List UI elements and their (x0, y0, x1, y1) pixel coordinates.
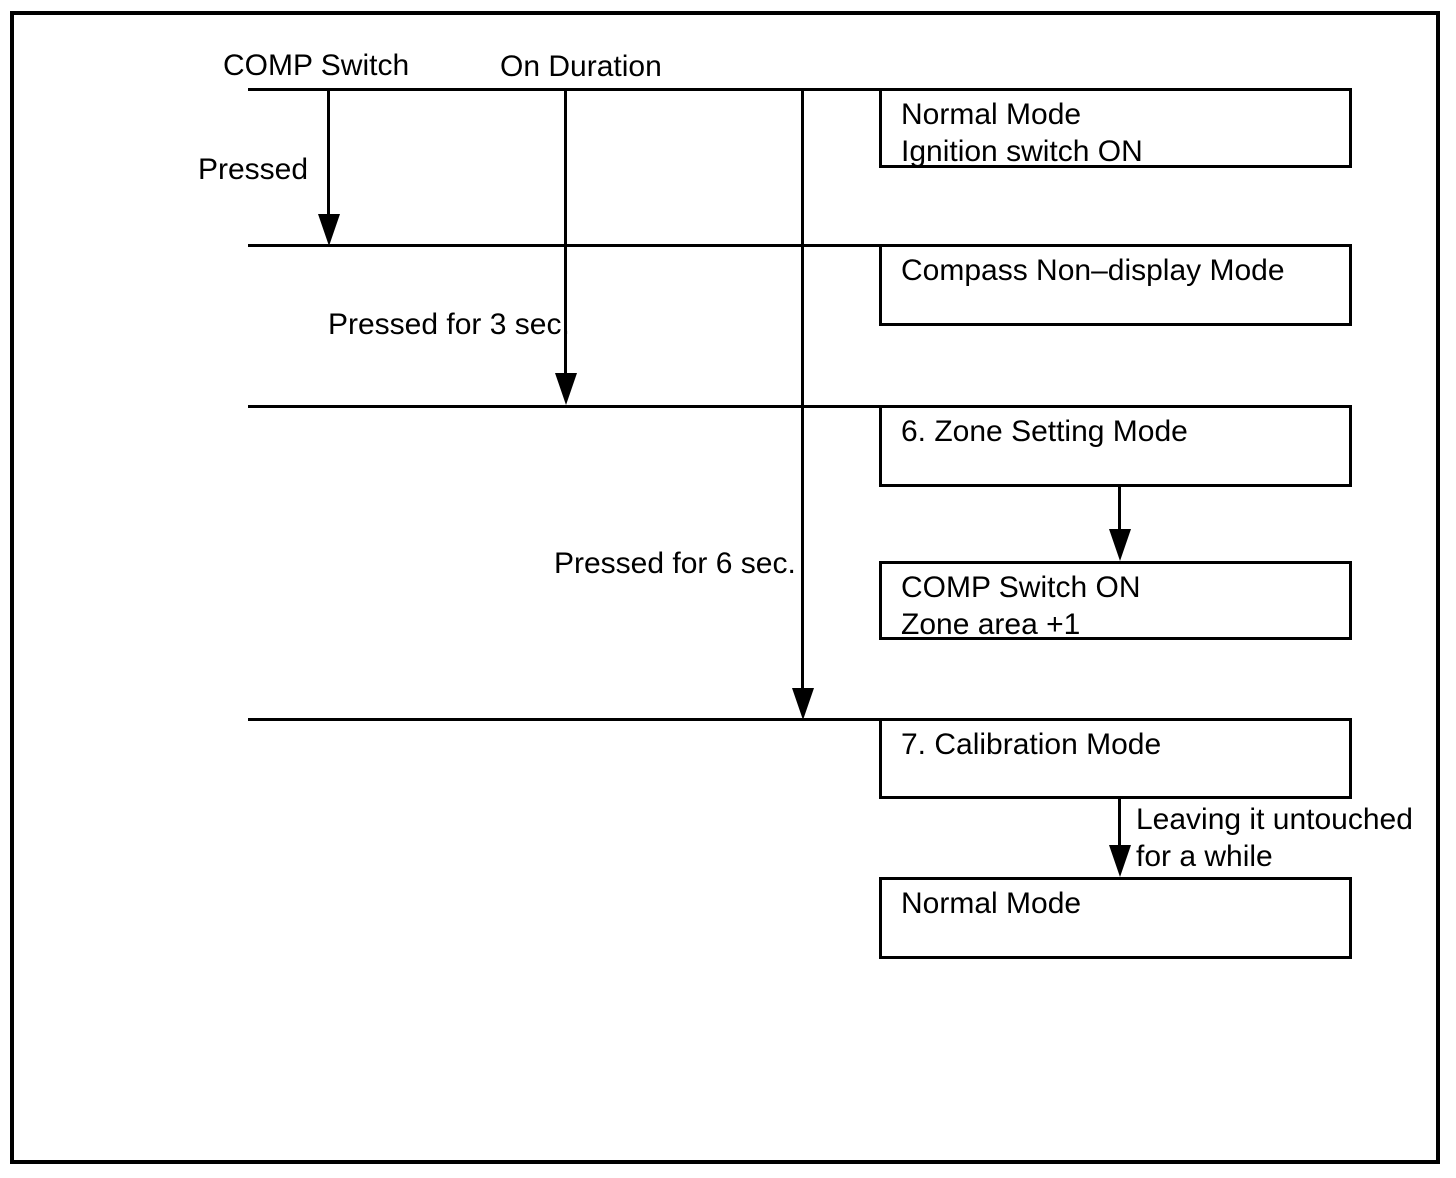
timeline-rule-4 (248, 718, 879, 721)
pressed-6sec-label: Pressed for 6 sec. (554, 547, 796, 580)
box-compass-non-display-mode: Compass Non–display Mode (879, 244, 1352, 326)
arrow-shaft (327, 88, 330, 218)
timeline-rule-2 (248, 244, 879, 247)
arrow-head-icon (318, 214, 340, 246)
outer-border (10, 11, 1440, 1164)
arrow-shaft (564, 88, 567, 377)
box-comp-switch-on: COMP Switch ON Zone area +1 (879, 561, 1352, 641)
arrow-shaft (1118, 799, 1121, 849)
arrow-pressed-icon (318, 88, 340, 246)
leaving-untouched-annotation: Leaving it untouched for a while (1136, 803, 1413, 873)
box-normal-mode: Normal Mode Ignition switch ON (879, 88, 1352, 168)
pressed-label: Pressed (198, 153, 309, 186)
pressed-3sec-label: Pressed for 3 sec. (328, 308, 570, 341)
arrow-head-icon (555, 373, 577, 405)
arrow-calibration-to-normal-icon (1109, 799, 1131, 877)
box-calibration-mode: 7. Calibration Mode (879, 718, 1352, 799)
arrow-head-icon (1109, 529, 1131, 561)
arrow-zone-to-comp-switch-icon (1109, 487, 1131, 561)
arrow-shaft (1118, 487, 1121, 533)
arrow-pressed-3sec-icon (555, 88, 577, 405)
arrow-shaft (801, 88, 804, 692)
arrow-head-icon (792, 688, 814, 720)
timeline-rule-3 (248, 405, 879, 408)
box-zone-setting-mode: 6. Zone Setting Mode (879, 405, 1352, 487)
on-duration-column-label: On Duration (500, 50, 662, 83)
timeline-rule-1 (248, 88, 879, 91)
arrow-pressed-6sec-icon (792, 88, 814, 720)
box-normal-mode-return: Normal Mode (879, 877, 1352, 959)
arrow-head-icon (1109, 845, 1131, 877)
comp-switch-column-label: COMP Switch (223, 49, 410, 82)
